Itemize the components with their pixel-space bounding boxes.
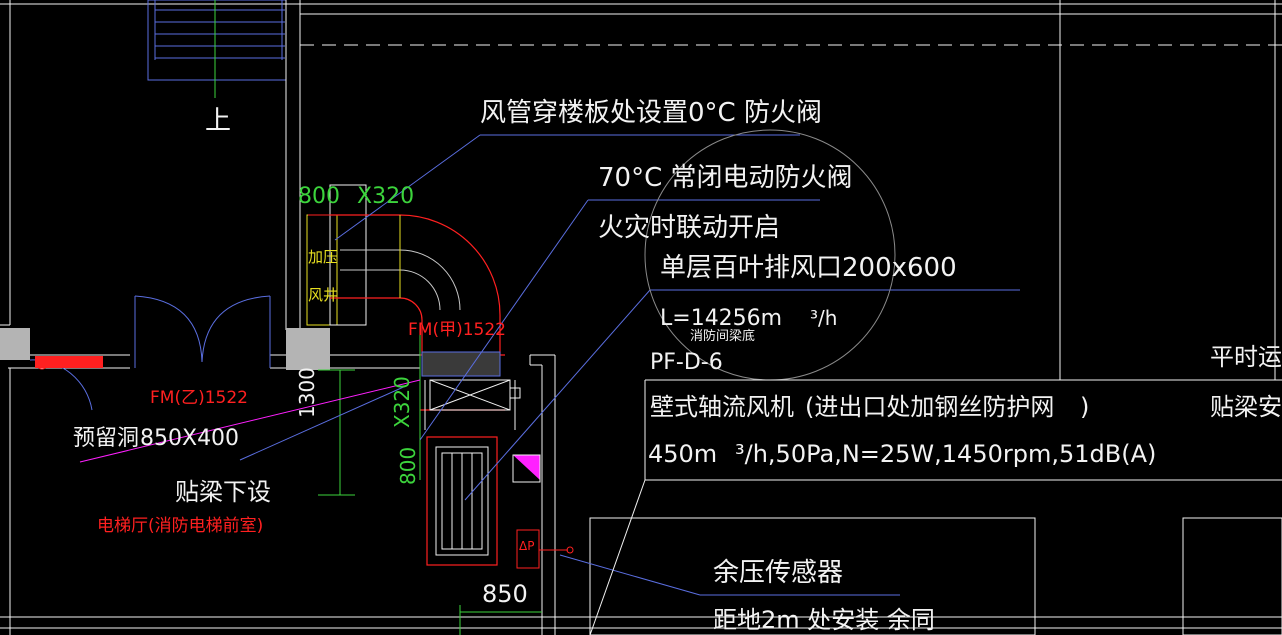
dim-1300: 1300 [295,367,319,418]
dp-sensor-box [516,529,540,569]
duct-size-width: 800 [298,184,340,209]
magenta-marker [513,455,540,480]
pf-code: PF-D-6 [650,350,723,375]
damper-hatch [421,351,501,377]
leader-lines [239,134,1020,596]
shaft-label-pressurized: 加压 [308,248,339,266]
duct-size-height: X320 [357,184,415,209]
fan-spec-rest: ³/h,50Pa,N=25W,1450rpm,51dB(A) [735,440,1157,468]
dim-x320-vertical: X320 [390,376,414,428]
right-note-install: 贴梁安装 [1210,393,1282,421]
dim-850: 850 [482,580,528,608]
leader-magenta [79,379,421,463]
right-note-operation: 平时运行 [1210,343,1282,371]
fan-mesh-note-close: ) [1080,393,1090,421]
airflow-label: L=14256m [660,306,783,331]
airflow-unit: ³/h [810,306,838,330]
louver-outlet-label: 单层百叶排风口200x600 [660,253,957,283]
duct-damper-note: 风管穿楼板处设置0°C 防火阀 [480,98,822,128]
red-damper-left [35,356,103,368]
duct-guides [340,215,461,311]
dimensions [318,330,542,635]
beam-bottom-note: 消防间梁底 [690,329,756,344]
fire-damper-yi: FM(乙)1522 [150,388,248,408]
top-border [0,3,1282,46]
wall-block-center [286,328,330,370]
wall-block-left [0,328,30,360]
staircase [147,0,287,81]
motor-damper-label: 70°C 常闭电动防火阀 [598,163,853,193]
sensor-install-note: 距地2m 处安装 余同 [713,606,935,634]
dim-800-vertical: 800 [396,446,420,485]
reserved-hole-size: 850X400 [140,426,240,451]
shaft-label-shaft: 风井 [308,286,339,304]
pressure-sensor-label: 余压传感器 [713,558,844,588]
motor-damper-note: 火灾时联动开启 [598,213,781,243]
fire-damper-jia: FM(甲)1522 [408,320,506,340]
fan-spec-flow: 450m [648,440,718,468]
fan-mesh-note: (进出口处加钢丝防护网 [805,393,1055,421]
equipment-table [589,379,1282,635]
stair-up-label: 上 [205,106,232,136]
axial-fan [424,379,521,430]
pressure-shaft [306,184,367,326]
double-door [134,295,271,368]
louver [435,446,489,556]
magenta-marker-frame [512,454,541,483]
reserved-hole-label: 预留洞 [73,426,140,451]
damper-left-circle [36,358,48,370]
dp-sensor-dot [566,546,574,554]
dp-sensor-label: ΔP [519,539,535,553]
under-beam-install: 贴梁下设 [175,478,271,506]
elevator-hall-label: 电梯厅(消防电梯前室) [97,516,264,536]
red-duct [330,214,505,566]
fan-description: 壁式轴流风机 [650,393,794,421]
